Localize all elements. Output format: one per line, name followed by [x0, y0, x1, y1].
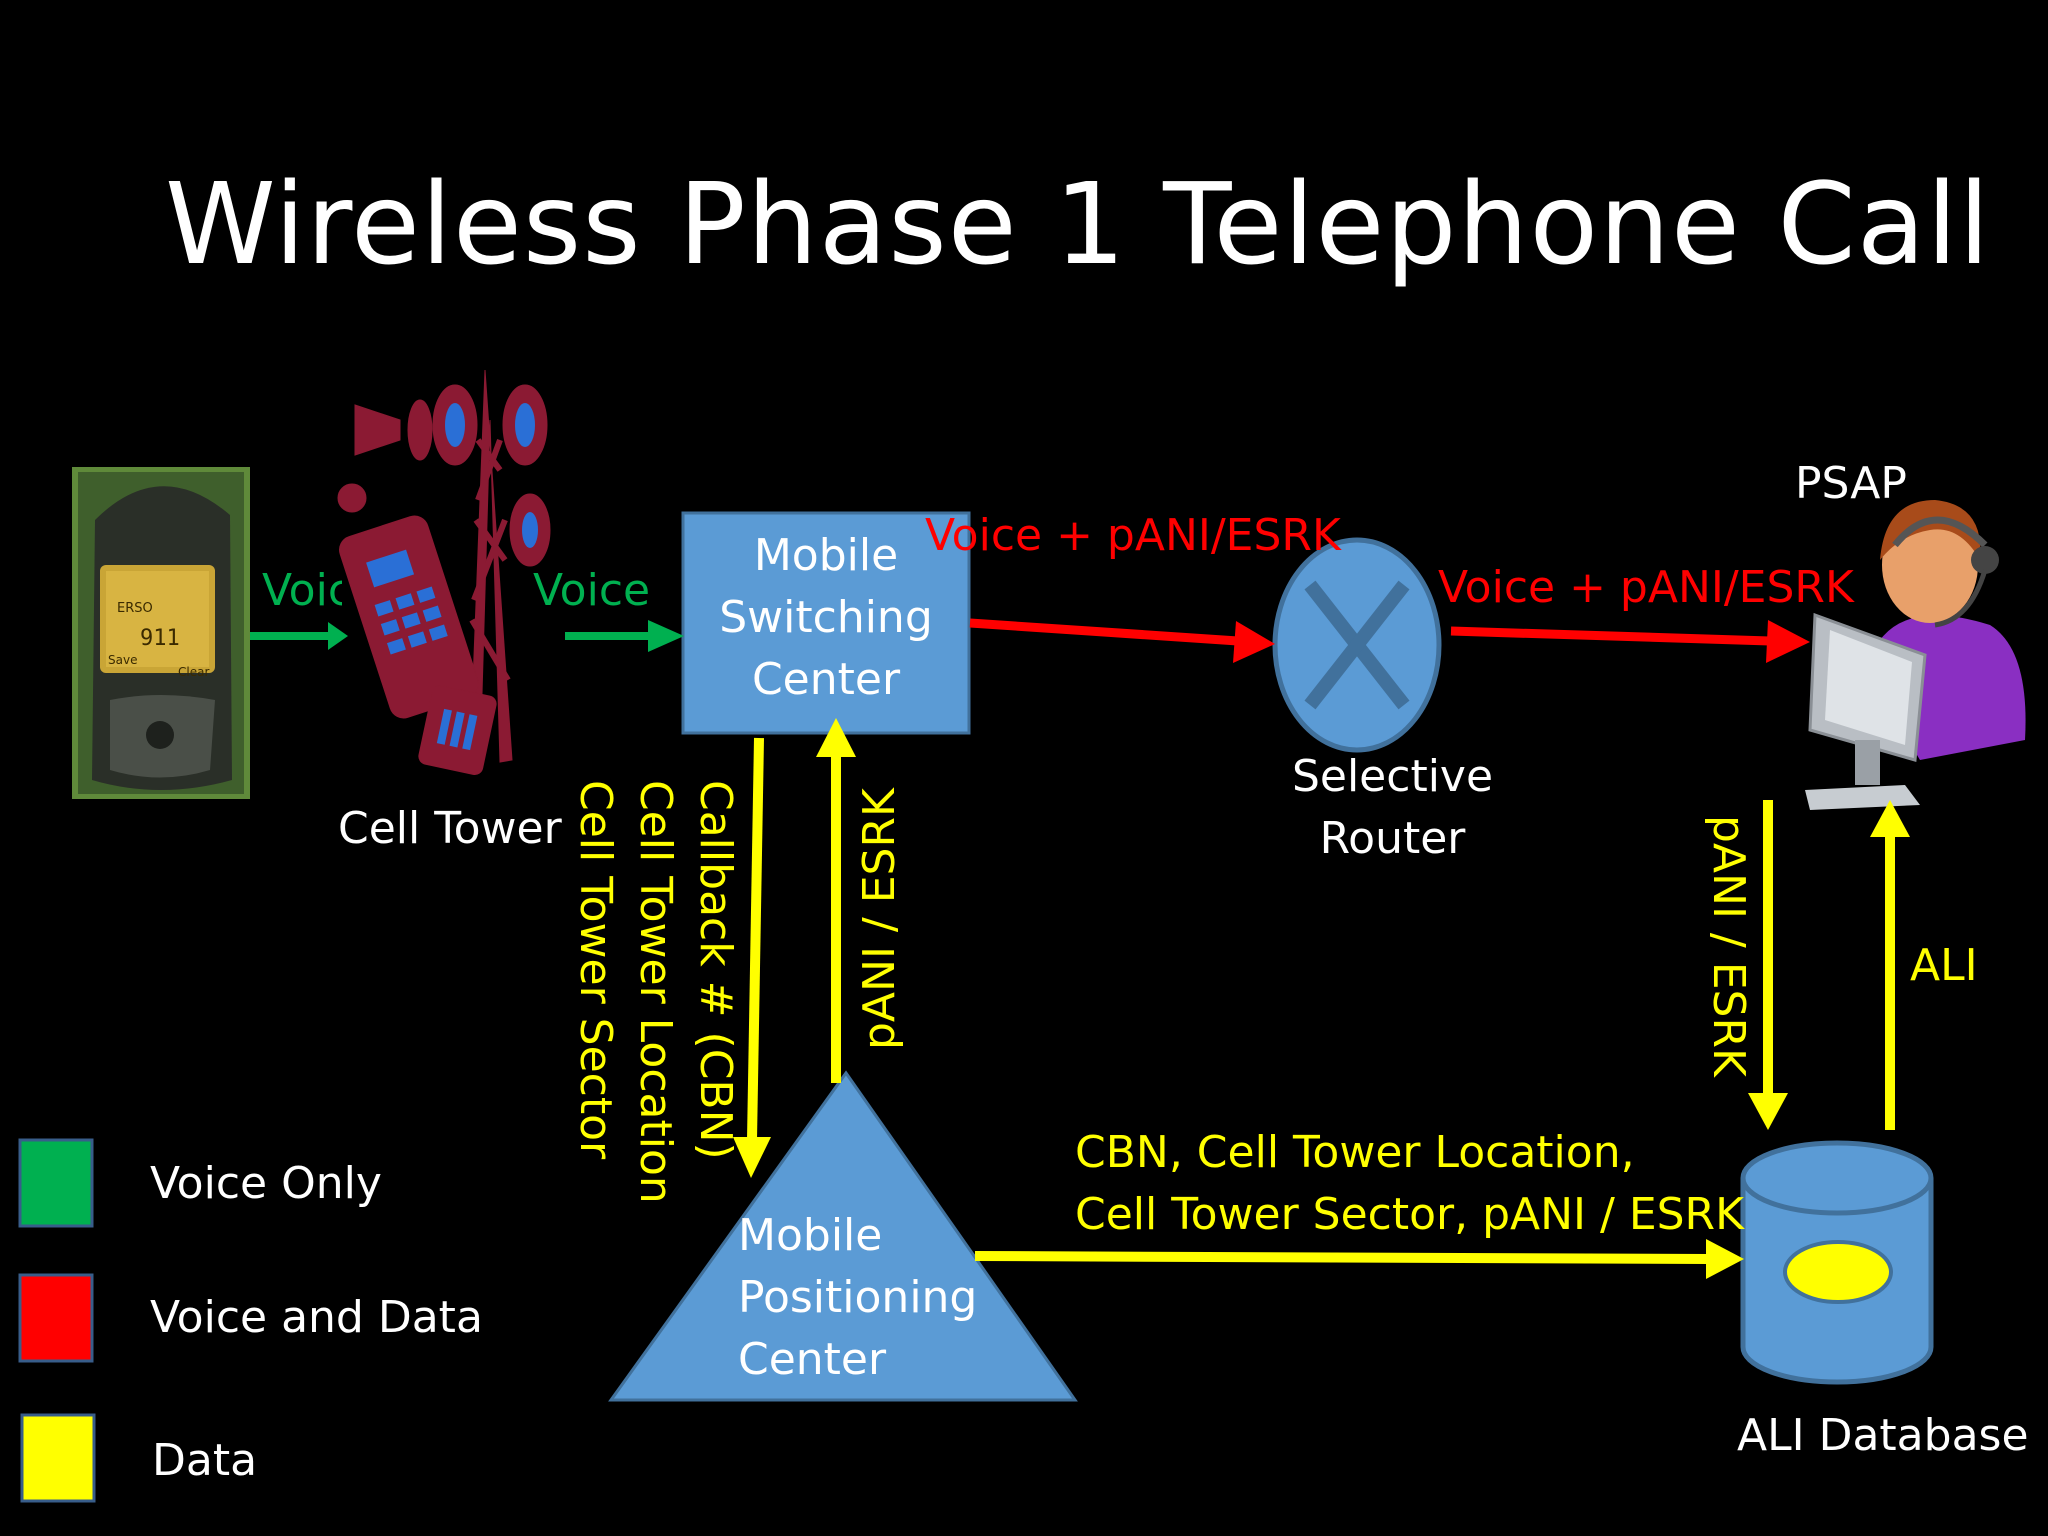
flow-label-msc-to-mpc-line1: Callback # (CBN): [690, 780, 741, 1160]
selective-router-icon: [1272, 537, 1442, 753]
msc-label: Mobile Switching Center: [683, 525, 969, 711]
phone-screen-911: 911: [140, 626, 180, 651]
legend-label-voice-only: Voice Only: [150, 1158, 382, 1209]
cell-tower-icon: [337, 369, 551, 775]
msc-label-line3: Center: [751, 654, 901, 705]
flow-label-psap-to-ali: pANI / ESRK: [1703, 815, 1754, 1077]
cell-tower-label: Cell Tower: [338, 803, 562, 854]
selective-router-label-line2: Router: [1319, 813, 1466, 864]
mobile-switching-center-box: [681, 511, 971, 735]
mobile-positioning-center-triangle: [608, 1070, 1078, 1402]
legend-swatch-voice-and-data: [18, 1273, 94, 1363]
flow-label-msc-to-mpc-line3: Cell Tower Sector: [570, 780, 621, 1160]
flow-label-mpc-to-ali-line1: CBN, Cell Tower Location,: [1075, 1127, 1635, 1178]
msc-label-line2: Switching: [719, 592, 933, 643]
flow-label-mpc-to-ali: CBN, Cell Tower Location, Cell Tower Sec…: [1075, 1122, 1744, 1246]
mpc-label: Mobile Positioning Center: [738, 1205, 977, 1391]
psap-operator-icon: [1805, 500, 2026, 810]
flow-label-mpc-to-msc: pANI / ESRK: [854, 788, 905, 1050]
phone-screen-left-key: Save: [108, 653, 137, 667]
flow-label-msc-to-mpc-line2: Cell Tower Location: [630, 780, 681, 1204]
msc-label-line1: Mobile: [753, 530, 899, 581]
flow-label-phone-to-tower: Voic: [262, 565, 342, 616]
legend-label-data: Data: [152, 1435, 258, 1486]
data-arrows: [733, 718, 1910, 1279]
flow-label-router-to-psap: Voice + pANI/ESRK: [1438, 562, 1854, 613]
voice-and-data-arrows: [969, 618, 1810, 663]
mpc-label-line1: Mobile: [738, 1210, 883, 1261]
slide-title: Wireless Phase 1 Telephone Call: [165, 160, 1991, 290]
phone-screen-right-key: Clear: [178, 665, 209, 679]
ali-database-icon: [1740, 1140, 1934, 1385]
flow-label-msc-to-mpc: Callback # (CBN) Cell Tower Location Cel…: [565, 780, 745, 1204]
flow-label-tower-to-msc: Voice: [533, 565, 651, 616]
selective-router-label: Selective Router: [1250, 746, 1535, 870]
flow-label-msc-to-router: Voice + pANI/ESRK: [925, 510, 1341, 561]
selective-router-label-line1: Selective: [1291, 751, 1494, 802]
voice-only-arrows: [250, 620, 684, 652]
psap-label: PSAP: [1795, 458, 1907, 509]
legend-swatch-data: [20, 1413, 96, 1503]
mpc-label-line3: Center: [738, 1334, 887, 1385]
flow-label-ali-to-psap: ALI: [1910, 940, 1978, 991]
phone-screen-line1: ERSO: [117, 601, 153, 616]
legend-label-voice-and-data: Voice and Data: [150, 1292, 483, 1343]
cell-phone-icon: [72, 467, 250, 799]
ali-database-label: ALI Database: [1737, 1410, 2029, 1461]
legend-swatch-voice-only: [18, 1138, 94, 1228]
mpc-label-line2: Positioning: [738, 1272, 978, 1323]
flow-label-mpc-to-ali-line2: Cell Tower Sector, pANI / ESRK: [1075, 1189, 1744, 1240]
